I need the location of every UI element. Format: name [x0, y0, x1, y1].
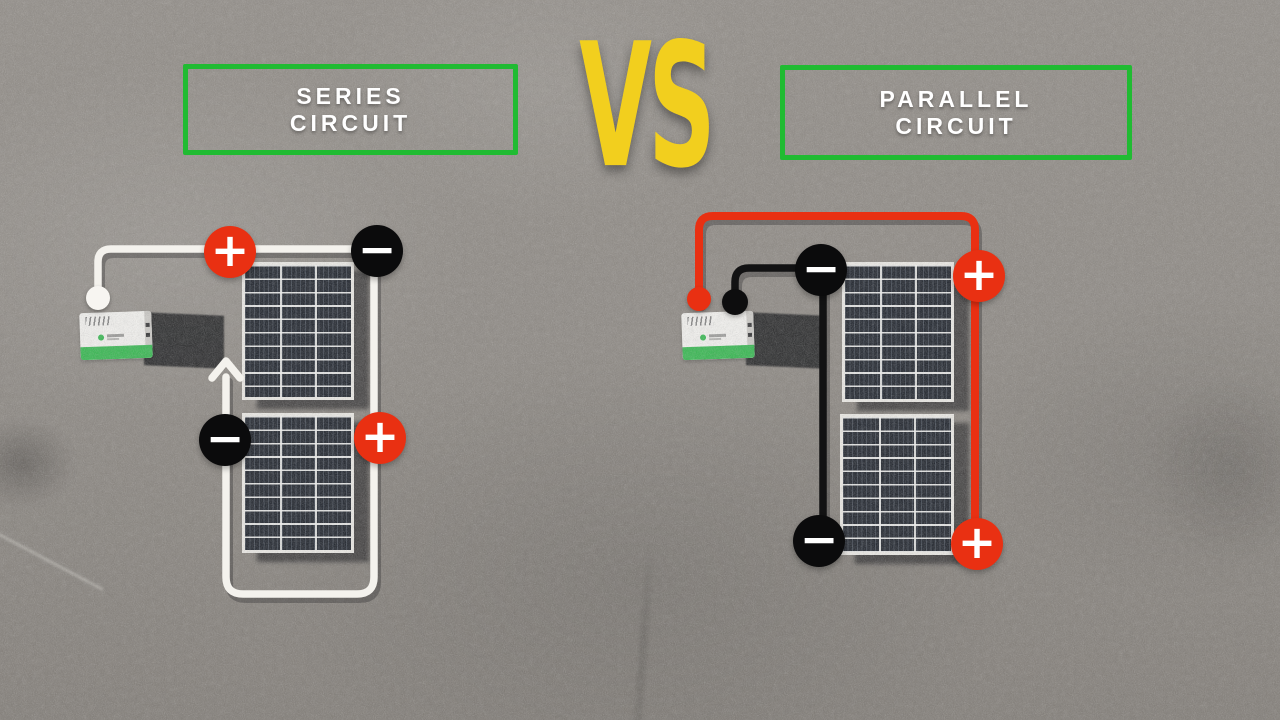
plus-sign: +	[210, 223, 250, 277]
parallel-battery-negative-terminal	[722, 289, 748, 315]
panel-column-divider	[879, 265, 882, 399]
parallel-negative-badge-top: −	[795, 244, 847, 296]
battery-label-text	[106, 333, 125, 337]
panel-column-divider	[279, 416, 282, 550]
series-label-line-1: SERIES	[296, 83, 405, 109]
minus-sign: −	[357, 222, 397, 276]
series-solar-panel-top	[242, 262, 354, 400]
battery-label-text	[107, 337, 120, 341]
series-label-line-2: CIRCUIT	[289, 110, 412, 136]
series-circuit-label-box: SERIES CIRCUIT	[183, 64, 518, 155]
asphalt-seam	[633, 539, 655, 720]
asphalt-stain	[0, 418, 76, 508]
minus-sign: −	[205, 411, 245, 465]
versus-text: VS	[578, 6, 716, 206]
series-positive-badge-top: +	[204, 226, 256, 278]
battery-brand-logo	[97, 334, 105, 341]
battery-shadow	[746, 312, 826, 369]
parallel-negative-badge-bottom: −	[793, 515, 845, 567]
minus-sign: −	[801, 241, 841, 295]
panel-column-divider	[279, 265, 282, 397]
battery-shadow	[144, 312, 224, 369]
battery-green-stripe	[682, 344, 755, 361]
battery-label-text	[708, 333, 727, 337]
series-solar-panel-bottom	[242, 413, 354, 553]
plus-sign: +	[959, 247, 999, 301]
battery-label-text	[709, 337, 722, 341]
parallel-solar-panel-bottom	[840, 414, 954, 555]
panel-column-divider	[878, 417, 881, 552]
parallel-battery-positive-terminal	[687, 287, 711, 311]
parallel-positive-badge-top: +	[953, 250, 1005, 302]
parallel-power-station	[681, 310, 832, 370]
series-power-station	[79, 310, 230, 370]
versus-text-wrap: VS	[553, 20, 737, 191]
series-positive-badge-bottom: +	[354, 412, 406, 464]
panel-column-divider	[914, 265, 917, 399]
battery-brand-logo	[699, 334, 707, 341]
battery-body	[79, 310, 153, 361]
series-battery-terminal	[86, 286, 110, 310]
minus-sign: −	[799, 512, 839, 566]
parallel-solar-panel-top	[842, 262, 954, 402]
series-negative-badge-bottom: −	[199, 414, 251, 466]
panel-column-divider	[314, 265, 317, 397]
series-negative-badge-top: −	[351, 225, 403, 277]
battery-body	[681, 310, 755, 361]
battery-green-stripe	[80, 344, 153, 361]
plus-sign: +	[957, 515, 997, 569]
battery-port	[747, 322, 752, 327]
parallel-label-line-1: PARALLEL	[879, 86, 1033, 112]
parallel-label-line-2: CIRCUIT	[895, 113, 1017, 139]
parallel-positive-badge-bottom: +	[951, 518, 1003, 570]
battery-vents-icon	[85, 316, 112, 327]
battery-port	[747, 332, 753, 337]
asphalt-stain	[1150, 380, 1280, 560]
plus-sign: +	[360, 409, 400, 463]
battery-port	[145, 332, 151, 337]
battery-port	[145, 322, 150, 327]
parallel-circuit-label-box: PARALLEL CIRCUIT	[780, 65, 1132, 160]
panel-column-divider	[314, 416, 317, 550]
asphalt-scratch	[0, 532, 104, 591]
panel-column-divider	[914, 417, 917, 552]
battery-vents-icon	[687, 316, 714, 327]
